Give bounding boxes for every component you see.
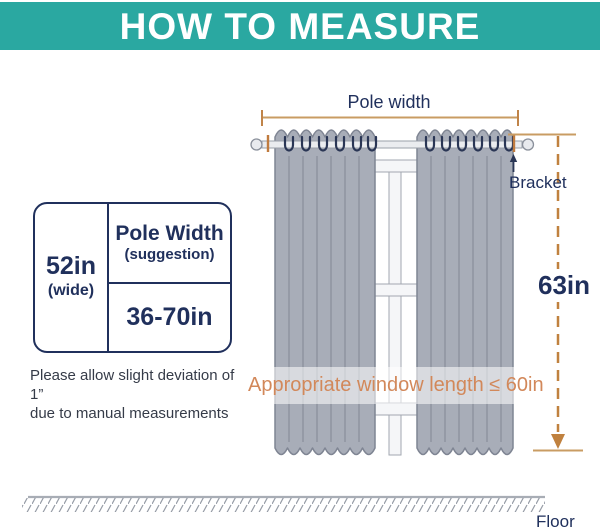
floor-label: Floor — [536, 512, 575, 531]
pole-width-note: (suggestion) — [124, 245, 215, 263]
floor-hatch — [22, 498, 545, 512]
bracket-tick-marks — [266, 135, 516, 152]
bracket-label: Bracket — [509, 173, 567, 192]
window-length-label: Appropriate window length ≤ 60in — [248, 374, 544, 396]
deviation-note-line2: due to manual measurements — [30, 405, 229, 422]
pole-width-range-cell: 36-70in — [109, 284, 230, 351]
curtain-width-value: 52in — [45, 252, 97, 281]
floor-line — [22, 495, 545, 512]
pole-width-range: 36-70in — [126, 302, 213, 331]
curtain-panel-right — [416, 129, 514, 456]
rod-finials — [250, 138, 535, 151]
pole-width-measure-line — [261, 110, 519, 126]
size-table-width-cell: 52in (wide) — [35, 204, 109, 351]
curtain-tab-hooks — [283, 135, 515, 152]
header-banner: HOW TO MEASURE — [0, 2, 600, 50]
pole-width-label: Pole width — [347, 92, 431, 112]
deviation-note: Please allow slight deviation of 1” due … — [30, 366, 250, 423]
curtain-length-label: 63in — [535, 269, 593, 302]
pole-width-title: Pole Width — [115, 222, 224, 246]
up-arrow-icon — [509, 154, 518, 172]
deviation-note-line1: Please allow slight deviation of 1” — [30, 367, 235, 403]
page-title: HOW TO MEASURE — [119, 5, 481, 47]
curtain-width-note: (wide) — [47, 281, 95, 299]
window-length-highlight-strip — [248, 367, 538, 404]
curtain-panel-left — [274, 129, 376, 456]
down-arrow-icon — [551, 434, 565, 449]
size-table: 52in (wide) Pole Width (suggestion) 36-7… — [33, 202, 232, 353]
pole-width-header-cell: Pole Width (suggestion) — [109, 204, 230, 284]
size-table-pole-column: Pole Width (suggestion) 36-70in — [109, 204, 230, 351]
